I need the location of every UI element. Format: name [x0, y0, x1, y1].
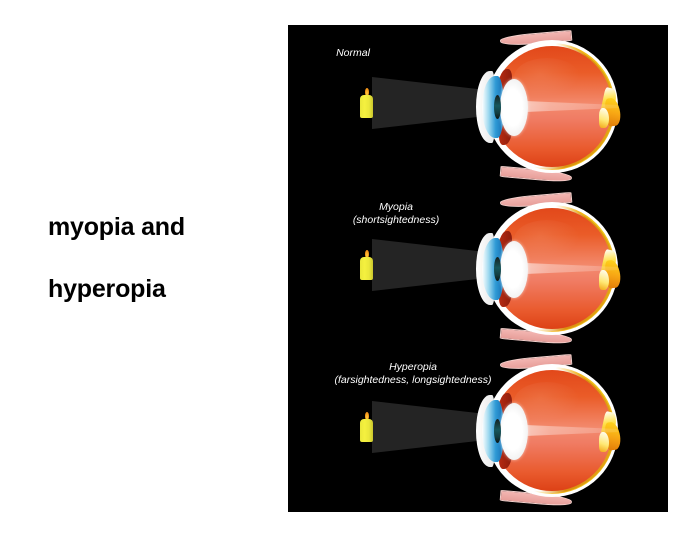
flame-icon — [364, 250, 369, 258]
optic-nerve — [598, 249, 624, 290]
candle-icon — [360, 412, 373, 442]
optic-nerve — [598, 411, 624, 452]
eyeball-hyperopia — [476, 353, 630, 508]
flame-icon — [364, 412, 369, 420]
candle-body — [360, 257, 373, 280]
candle-icon — [360, 250, 373, 280]
panel-normal-label: Normal — [288, 47, 443, 60]
candle-body — [360, 95, 373, 118]
panel-hyperopia: Hyperopia (farsightedness, longsightedne… — [288, 349, 668, 511]
panel-normal: Normal — [288, 25, 668, 187]
caption-line-2: hyperopia — [48, 275, 166, 303]
optic-nerve-part-c — [599, 270, 609, 290]
panel-myopia-label-line2: (shortsightedness) — [352, 214, 440, 226]
lens — [500, 79, 528, 136]
eyeball-normal — [476, 29, 630, 184]
lens — [500, 241, 528, 298]
panel-myopia: Myopia (shortsightedness) — [288, 187, 668, 349]
optic-nerve-part-c — [599, 432, 609, 452]
candle-icon — [360, 88, 373, 118]
pupil — [494, 419, 501, 443]
panel-normal-label-line1: Normal — [336, 47, 370, 59]
optic-nerve — [598, 87, 624, 128]
pupil — [494, 257, 501, 281]
pupil — [494, 95, 501, 119]
eye-diagram-panel: Normal — [288, 25, 668, 512]
cornea — [482, 238, 504, 300]
panel-myopia-label-line1: Myopia — [379, 201, 413, 213]
flame-icon — [364, 88, 369, 96]
optic-nerve-part-c — [599, 108, 609, 128]
cornea — [482, 76, 504, 138]
cornea — [482, 400, 504, 462]
candle-body — [360, 419, 373, 442]
lens — [500, 403, 528, 460]
page-caption: myopia and hyperopia — [48, 196, 278, 320]
caption-line-1: myopia and — [48, 213, 185, 241]
panel-myopia-label: Myopia (shortsightedness) — [296, 201, 496, 227]
eyeball-myopia — [476, 191, 630, 346]
